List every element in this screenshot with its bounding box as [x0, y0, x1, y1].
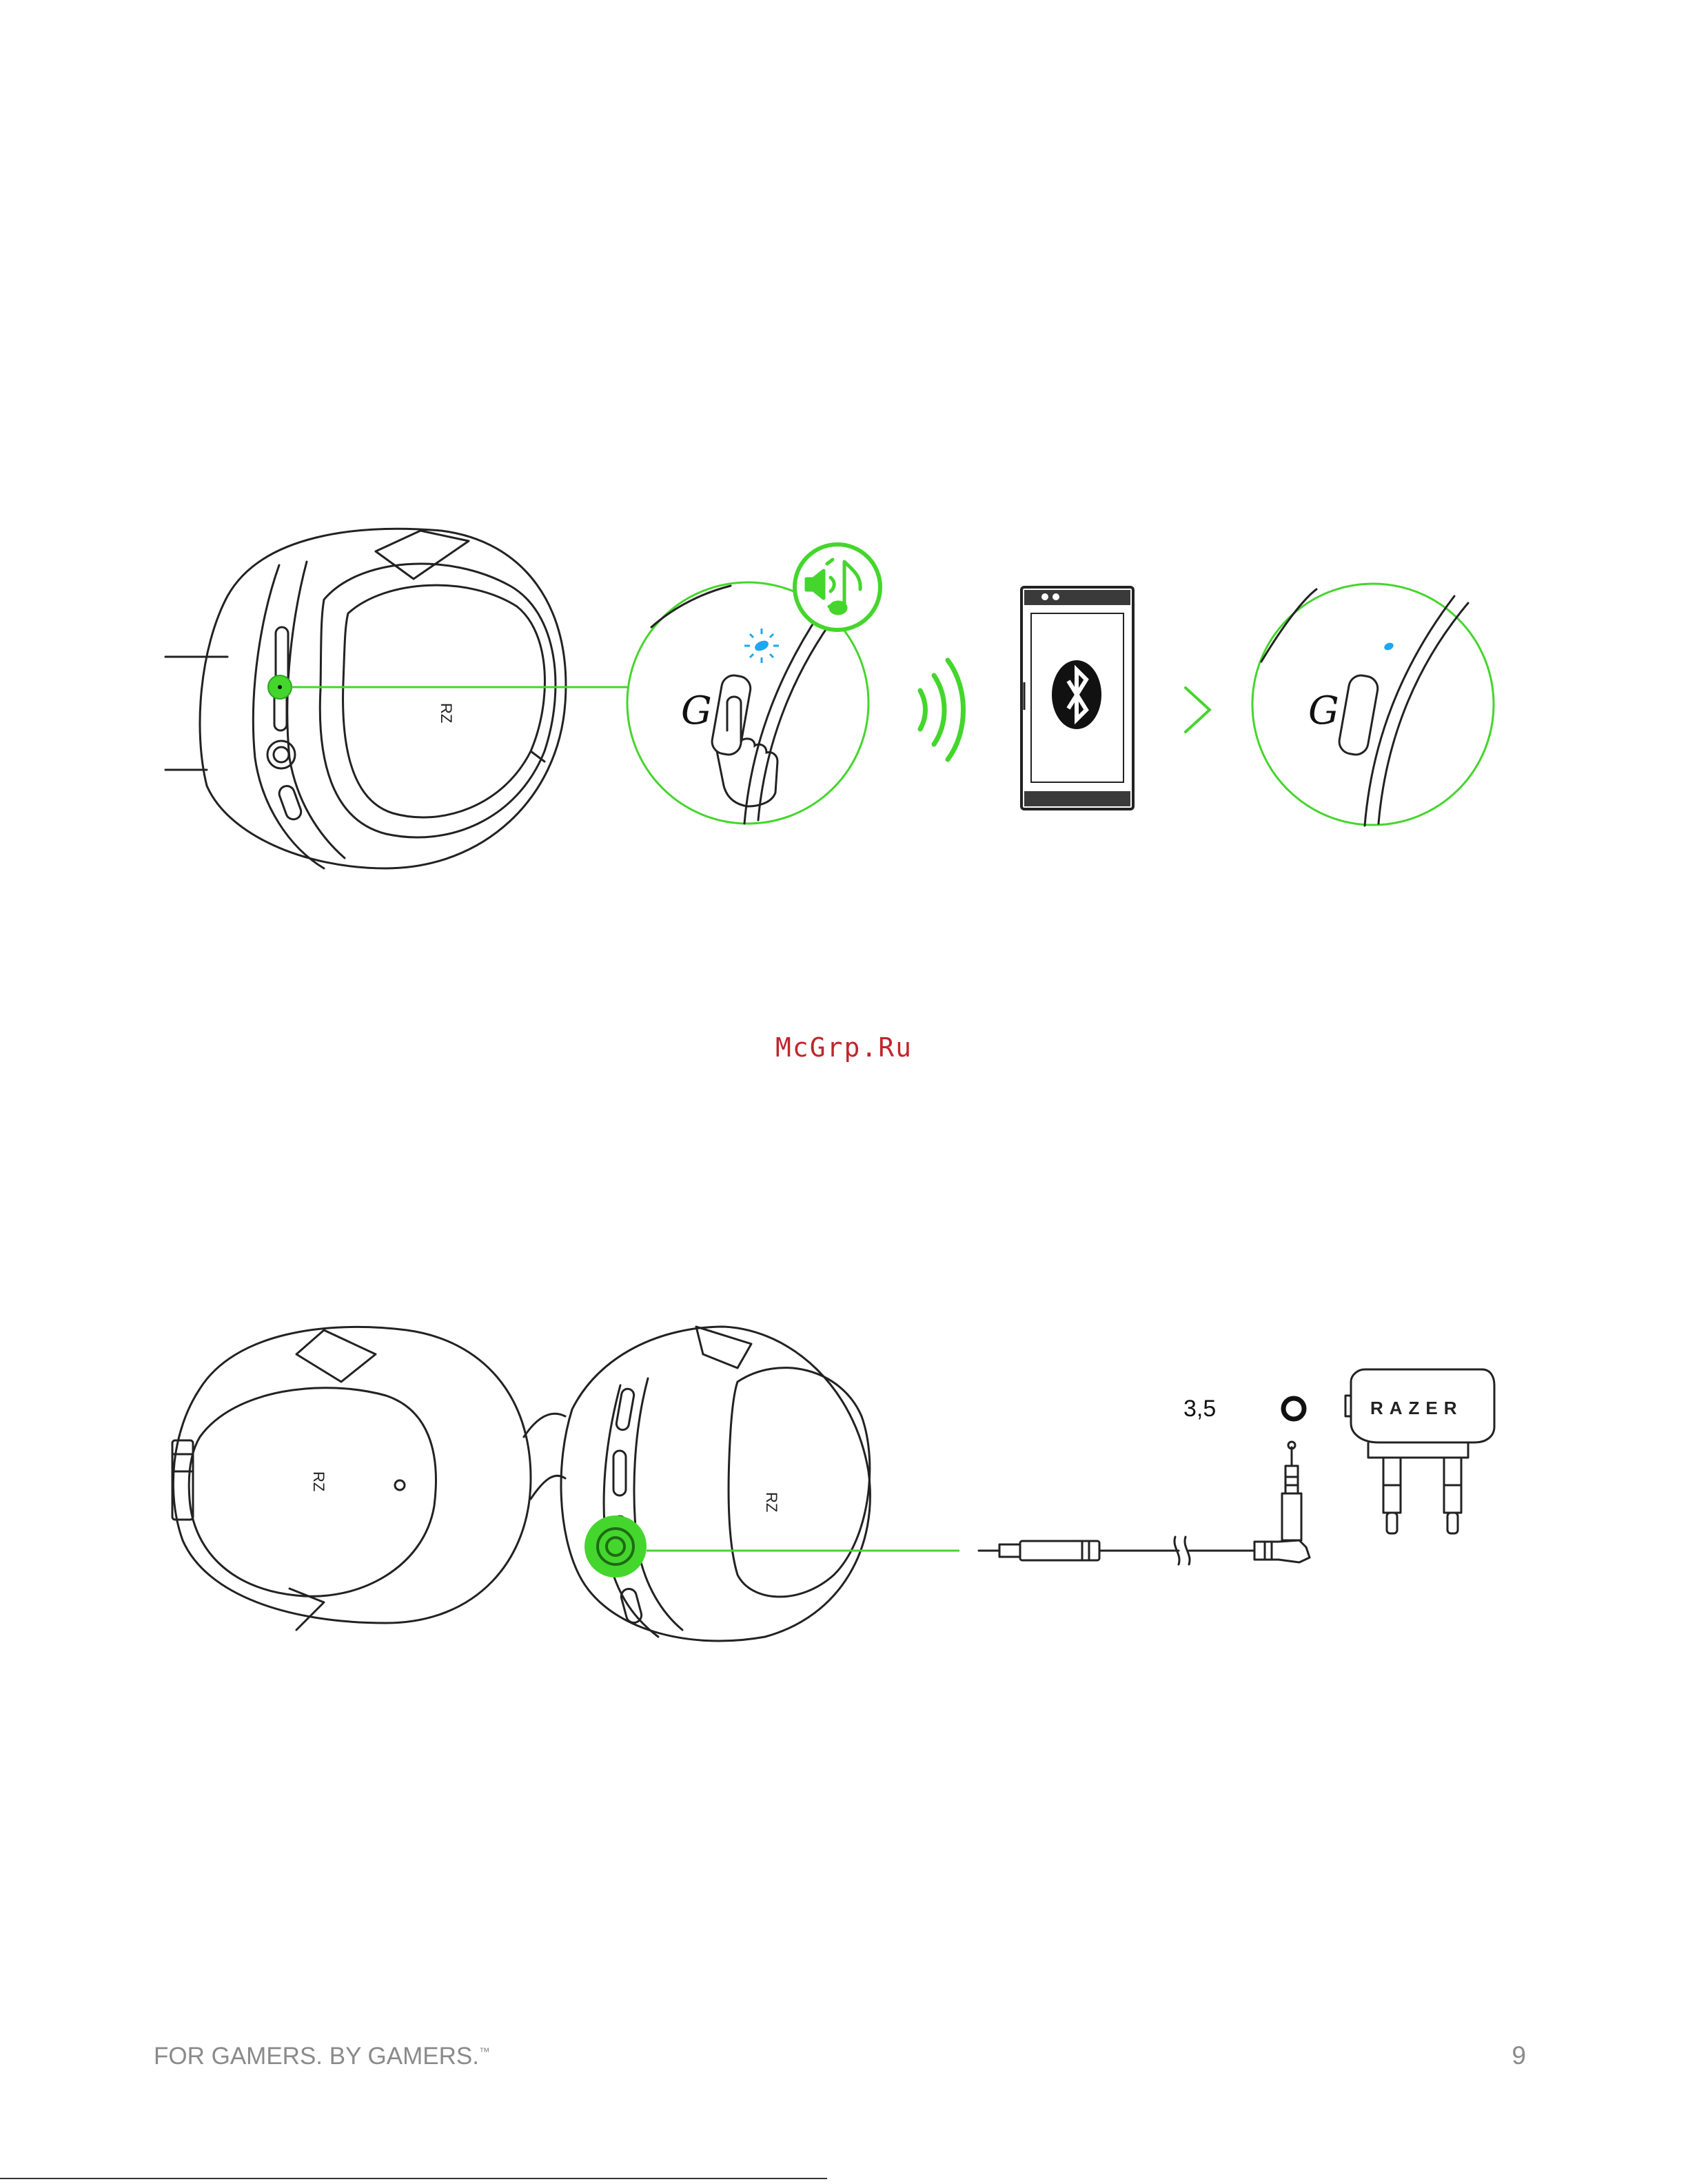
led-indicator-icon: [1383, 642, 1395, 652]
chevron-right-icon: [1186, 688, 1210, 732]
audio-cable-icon: [979, 1442, 1310, 1564]
jack-size-label: 3,5: [1183, 1396, 1216, 1422]
audio-jack-highlight: [584, 1515, 647, 1578]
footer-tagline: FOR GAMERS. BY GAMERS.™: [154, 2043, 490, 2070]
bluetooth-pairing-figure: RZ G: [0, 510, 1688, 896]
wireless-signal-icon: [920, 660, 964, 759]
svg-text:RZ: RZ: [763, 1492, 780, 1512]
watermark: McGrp.Ru: [0, 1032, 1688, 1063]
footer-tagline-text: FOR GAMERS. BY GAMERS.: [154, 2043, 479, 2070]
page-number: 9: [1512, 2041, 1526, 2070]
airline-adapter-icon: [1345, 1369, 1494, 1533]
power-button-symbol: G: [681, 688, 712, 733]
adapter-brand: RAZER: [1370, 1398, 1463, 1418]
audio-prompt-icon: [795, 544, 880, 630]
svg-text:RZ: RZ: [310, 1471, 327, 1491]
led-blinking-icon: [744, 629, 779, 663]
svg-text:RZ: RZ: [438, 703, 455, 723]
phone-icon: [1021, 587, 1133, 809]
bottom-rule: [0, 2178, 827, 2179]
wired-connection-figure: RZ RZ: [0, 1313, 1688, 1685]
zoom-circle-paired: G: [1252, 584, 1494, 826]
jack-ring-icon: [1283, 1398, 1304, 1419]
bluetooth-icon: [1052, 660, 1101, 729]
trademark-symbol: ™: [479, 2046, 490, 2058]
power-button-symbol-paired: G: [1308, 688, 1339, 733]
